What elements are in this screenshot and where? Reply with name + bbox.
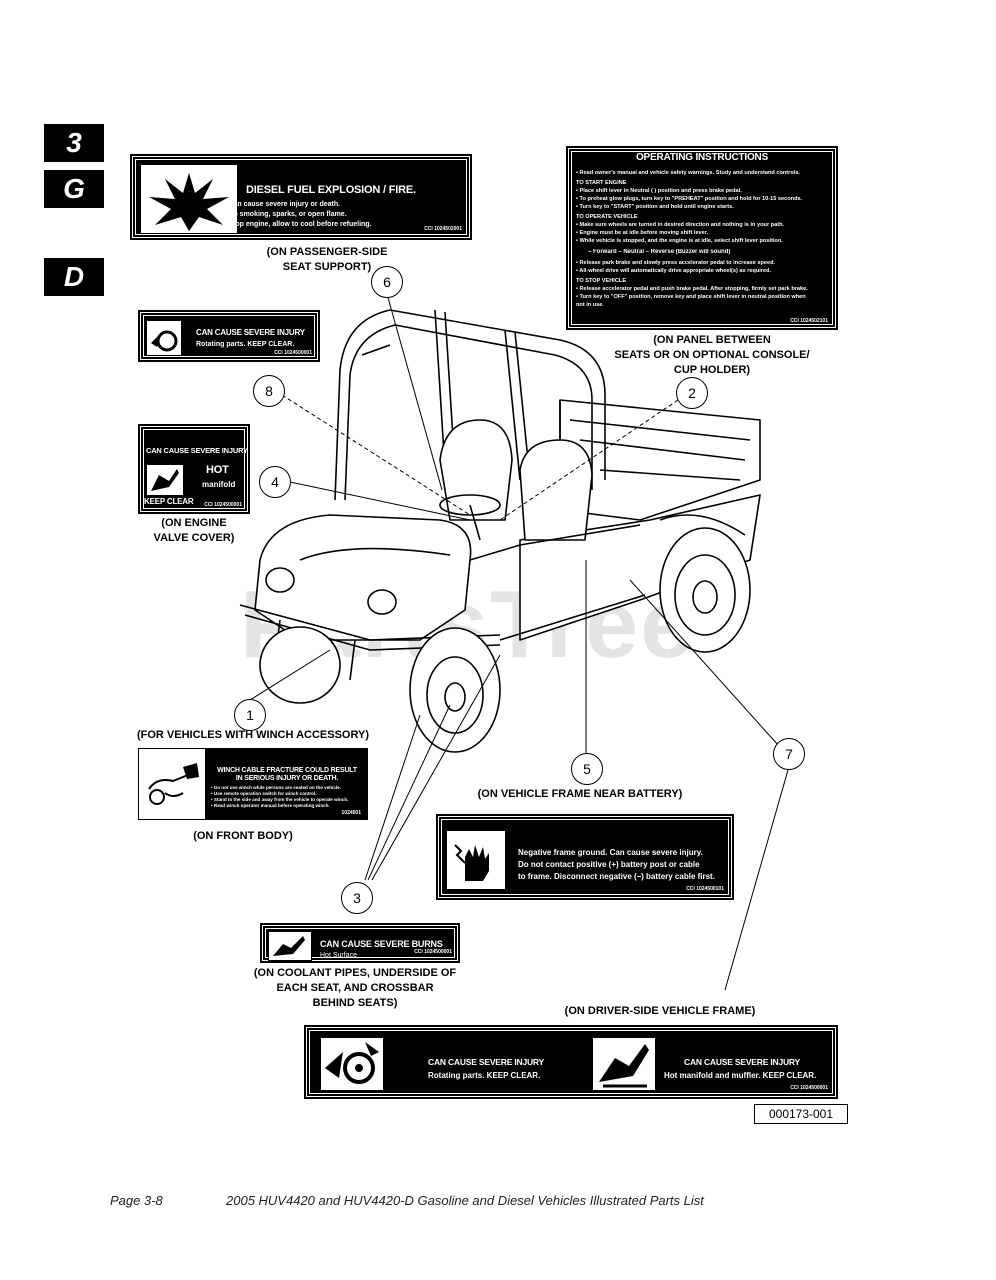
vehicle-outline	[239, 309, 761, 753]
battery-line-2: Do not contact positive (+) battery post…	[518, 860, 700, 869]
manifold-label: manifold	[202, 480, 236, 489]
operating-line-6: TO OPERATE VEHICLE	[576, 214, 638, 220]
large-decal-code: CCI 1024500001	[790, 1085, 828, 1091]
operating-line-1: • Read owner's manual and vehicle safety…	[576, 170, 800, 176]
leader-lines	[249, 293, 789, 991]
operating-line-5: • Turn key to "START" position and hold …	[576, 204, 734, 210]
hot-manifold-large-icon	[592, 1037, 656, 1091]
hot-manifold-title: CAN CAUSE SEVERE INJURY	[146, 446, 248, 455]
battery-code: CCI 1024500101	[686, 886, 724, 892]
large-left-subtitle: Rotating parts. KEEP CLEAR.	[428, 1071, 541, 1080]
decal-rotating-parts-small: CAN CAUSE SEVERE INJURY Rotating parts. …	[138, 310, 320, 362]
diesel-decal-line-3: • Stop engine, allow to cool before refu…	[224, 221, 372, 228]
callout-8: 8	[253, 375, 285, 407]
decal-hot-manifold: CAN CAUSE SEVERE INJURY HOT manifold KEE…	[138, 424, 250, 514]
section-tab-3: 3	[44, 124, 104, 162]
diesel-decal-line-1: • Can cause severe injury or death.	[224, 201, 341, 208]
rotating-parts-large-icon	[320, 1037, 384, 1091]
callout-7: 7	[773, 738, 805, 770]
callout-3: 3	[341, 882, 373, 914]
operating-line-11: • Release park brake and slowly press ac…	[576, 260, 776, 266]
operating-line-9: • While vehicle is stopped, and the engi…	[576, 238, 783, 244]
winch-code: 1024501	[341, 810, 361, 816]
diesel-decal-location: (ON PASSENGER-SIDE SEAT SUPPORT)	[266, 246, 388, 273]
winch-line-4: • Read winch operator manual before oper…	[211, 803, 330, 808]
rotating-parts-icon	[146, 320, 182, 356]
winch-line-1: • Do not use winch while persons are sea…	[211, 785, 342, 790]
hot-manifold-location: (ON ENGINE VALVE COVER)	[153, 517, 235, 544]
hot-label: HOT	[206, 464, 229, 476]
burns-code: CCI 1024500001	[414, 949, 452, 955]
operating-line-8: • Engine must be at idle before moving s…	[576, 230, 709, 236]
operating-title: OPERATING INSTRUCTIONS	[635, 152, 769, 163]
winch-location: (ON FRONT BODY)	[193, 830, 293, 842]
footer-document-title: 2005 HUV4420 and HUV4420-D Gasoline and …	[226, 1193, 704, 1208]
callout-1: 1	[234, 699, 266, 731]
battery-line-3: to frame. Disconnect negative (–) batter…	[518, 872, 715, 881]
burns-title: CAN CAUSE SEVERE BURNS	[320, 939, 443, 949]
operating-line-3: • Place shift lever in Neutral ( ) posit…	[576, 188, 742, 194]
decal-diesel-fuel: DIESEL FUEL EXPLOSION / FIRE. • Can caus…	[130, 154, 472, 240]
decal-battery-ground: Negative frame ground. Can cause severe …	[436, 814, 734, 900]
winch-location-top: (FOR VEHICLES WITH WINCH ACCESSORY)	[136, 729, 369, 741]
callout-5: 5	[571, 753, 603, 785]
operating-line-2: TO START ENGINE	[576, 180, 627, 186]
operating-line-15: • Turn key to "OFF" position, remove key…	[576, 294, 806, 300]
explosion-icon	[140, 164, 238, 234]
operating-line-14: • Release accelerator pedal and push bra…	[576, 286, 808, 292]
diesel-decal-code: CCI 1024502001	[424, 226, 462, 232]
decal-operating-instructions: OPERATING INSTRUCTIONS • Read owner's ma…	[566, 146, 838, 330]
keep-clear-label: KEEP CLEAR	[144, 497, 194, 506]
burns-location: (ON COOLANT PIPES, UNDERSIDE OF EACH SEA…	[253, 967, 457, 1009]
large-decal-location-top: (ON DRIVER-SIDE VEHICLE FRAME)	[564, 1005, 756, 1017]
decal-winch-cable: WINCH CABLE FRACTURE COULD RESULT IN SER…	[138, 748, 368, 820]
operating-line-10: – Forward – Neutral – Reverse (Buzzer wi…	[588, 249, 731, 255]
operating-line-4: • To preheat glow plugs, turn key to "PR…	[576, 196, 803, 202]
burns-subtitle: Hot Surface	[320, 952, 357, 959]
burn-hand-icon	[268, 931, 312, 961]
hot-manifold-code: CCI 1024500001	[204, 502, 242, 508]
large-right-title: CAN CAUSE SEVERE INJURY	[684, 1057, 800, 1067]
rotating-small-subtitle: Rotating parts. KEEP CLEAR.	[196, 341, 295, 348]
winch-line-2: • Use remote operation switch for winch …	[211, 791, 317, 796]
operating-line-7: • Make sure wheels are turned in desired…	[576, 222, 785, 228]
hot-surface-icon	[146, 464, 184, 496]
rotating-small-title: CAN CAUSE SEVERE INJURY	[196, 328, 305, 337]
footer-page-number: Page 3-8	[110, 1193, 163, 1208]
large-right-subtitle: Hot manifold and muffler. KEEP CLEAR.	[664, 1071, 817, 1080]
callout-6: 6	[371, 266, 403, 298]
section-tab-d: D	[44, 258, 104, 296]
electrical-shock-icon	[446, 830, 506, 890]
diesel-decal-line-2: • No smoking, sparks, or open flame.	[224, 211, 347, 218]
decal-severe-burns: CAN CAUSE SEVERE BURNS Hot Surface CCI 1…	[260, 923, 460, 963]
winch-title: WINCH CABLE FRACTURE COULD RESULT IN SER…	[217, 767, 357, 782]
battery-location-top: (ON VEHICLE FRAME NEAR BATTERY)	[477, 788, 683, 800]
operating-code: CCI 1024502101	[790, 318, 828, 324]
diesel-decal-title: DIESEL FUEL EXPLOSION / FIRE.	[246, 184, 416, 196]
callout-2: 2	[676, 377, 708, 409]
winch-line-3: • Stand to the side and away from the ve…	[211, 797, 349, 802]
operating-location: (ON PANEL BETWEEN SEATS OR ON OPTIONAL C…	[614, 334, 810, 376]
decal-large-dual: CAN CAUSE SEVERE INJURY Rotating parts. …	[304, 1025, 838, 1099]
callout-4: 4	[259, 466, 291, 498]
operating-line-13: TO STOP VEHICLE	[576, 278, 627, 284]
rotating-small-code: CCI 1024500001	[274, 350, 312, 356]
operating-line-16: not in use.	[576, 302, 604, 308]
battery-line-1: Negative frame ground. Can cause severe …	[518, 848, 703, 857]
large-left-title: CAN CAUSE SEVERE INJURY	[428, 1057, 544, 1067]
figure-id: 000173-001	[754, 1104, 848, 1124]
section-tab-g: G	[44, 170, 104, 208]
winch-cable-icon	[143, 753, 207, 815]
operating-line-12: • All-wheel drive will automatically dri…	[576, 268, 772, 274]
